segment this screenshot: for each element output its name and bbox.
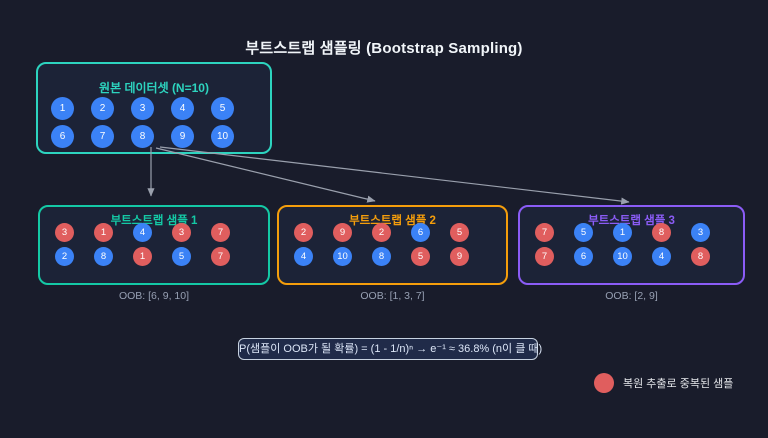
sample-circle: 2 bbox=[294, 223, 313, 242]
duplicated-sample-legend-icon bbox=[594, 373, 614, 393]
sample-circle: 5 bbox=[411, 247, 430, 266]
sample-circle: 7 bbox=[91, 125, 114, 148]
oob-label-1: OOB: [6, 9, 10] bbox=[118, 290, 190, 302]
sample-circle: 6 bbox=[574, 247, 593, 266]
sample-circle: 9 bbox=[333, 223, 352, 242]
sample-circle: 10 bbox=[333, 247, 352, 266]
sample-circle: 7 bbox=[211, 247, 230, 266]
sample-circle: 4 bbox=[171, 97, 194, 120]
sample-circle: 8 bbox=[372, 247, 391, 266]
page-title: 부트스트랩 샘플링 (Bootstrap Sampling) bbox=[245, 40, 523, 57]
sample-circle: 2 bbox=[372, 223, 391, 242]
legend-label: 복원 추출로 중복된 샘플 bbox=[623, 378, 734, 390]
sample-circle: 4 bbox=[294, 247, 313, 266]
sample-circle: 1 bbox=[94, 223, 113, 242]
sample-circle: 1 bbox=[613, 223, 632, 242]
arrow-to-sample-3 bbox=[159, 146, 630, 205]
sample-circle: 1 bbox=[133, 247, 152, 266]
oob-label-2: OOB: [1, 3, 7] bbox=[360, 290, 425, 302]
sample-circle: 8 bbox=[691, 247, 710, 266]
sample-circle: 9 bbox=[450, 247, 469, 266]
sample-circle: 9 bbox=[171, 125, 194, 148]
arrow-to-sample-2 bbox=[155, 147, 376, 203]
sample-row: 3 1 4 3 7 bbox=[55, 223, 230, 242]
bootstrap-sample-3-box: 부트스트랩 샘플 3 7 5 1 8 3 7 6 10 4 8 bbox=[518, 205, 745, 285]
oob-probability-formula: P(샘플이 OOB가 될 확률) = (1 - 1/n)ⁿ → e⁻¹ ≈ 36… bbox=[238, 338, 542, 360]
sample-circle: 4 bbox=[652, 247, 671, 266]
sample-circle: 5 bbox=[450, 223, 469, 242]
sample-circle: 3 bbox=[55, 223, 74, 242]
sample-circle: 5 bbox=[172, 247, 191, 266]
sample-circle: 2 bbox=[55, 247, 74, 266]
sample-circle: 1 bbox=[51, 97, 74, 120]
sample-circle: 7 bbox=[211, 223, 230, 242]
sample-circle: 2 bbox=[91, 97, 114, 120]
original-dataset-title: 원본 데이터셋 (N=10) bbox=[99, 81, 209, 95]
sample-circle: 7 bbox=[535, 223, 554, 242]
bootstrap-sample-3-title: 부트스트랩 샘플 3 bbox=[588, 215, 675, 227]
sample-circle: 8 bbox=[94, 247, 113, 266]
sample-circle: 3 bbox=[172, 223, 191, 242]
sample-circle: 6 bbox=[411, 223, 430, 242]
sample-circle: 4 bbox=[133, 223, 152, 242]
sample-circle: 10 bbox=[211, 125, 234, 148]
sample-circle: 10 bbox=[613, 247, 632, 266]
sample-circle: 6 bbox=[51, 125, 74, 148]
sample-circle: 7 bbox=[535, 247, 554, 266]
oob-label-3: OOB: [2, 9] bbox=[605, 290, 658, 302]
sample-circle: 5 bbox=[211, 97, 234, 120]
sample-row: 2 8 1 5 7 bbox=[55, 247, 230, 266]
sample-circle: 3 bbox=[691, 223, 710, 242]
sample-circle: 5 bbox=[574, 223, 593, 242]
sample-row: 4 10 8 5 9 bbox=[294, 247, 469, 266]
sample-circle: 8 bbox=[652, 223, 671, 242]
sample-row: 7 5 1 8 3 bbox=[535, 223, 710, 242]
sample-row: 7 6 10 4 8 bbox=[535, 247, 710, 266]
sample-row: 2 9 2 6 5 bbox=[294, 223, 469, 242]
sample-circle: 3 bbox=[131, 97, 154, 120]
legend: 복원 추출로 중복된 샘플 bbox=[594, 373, 733, 393]
sample-circle: 8 bbox=[131, 125, 154, 148]
